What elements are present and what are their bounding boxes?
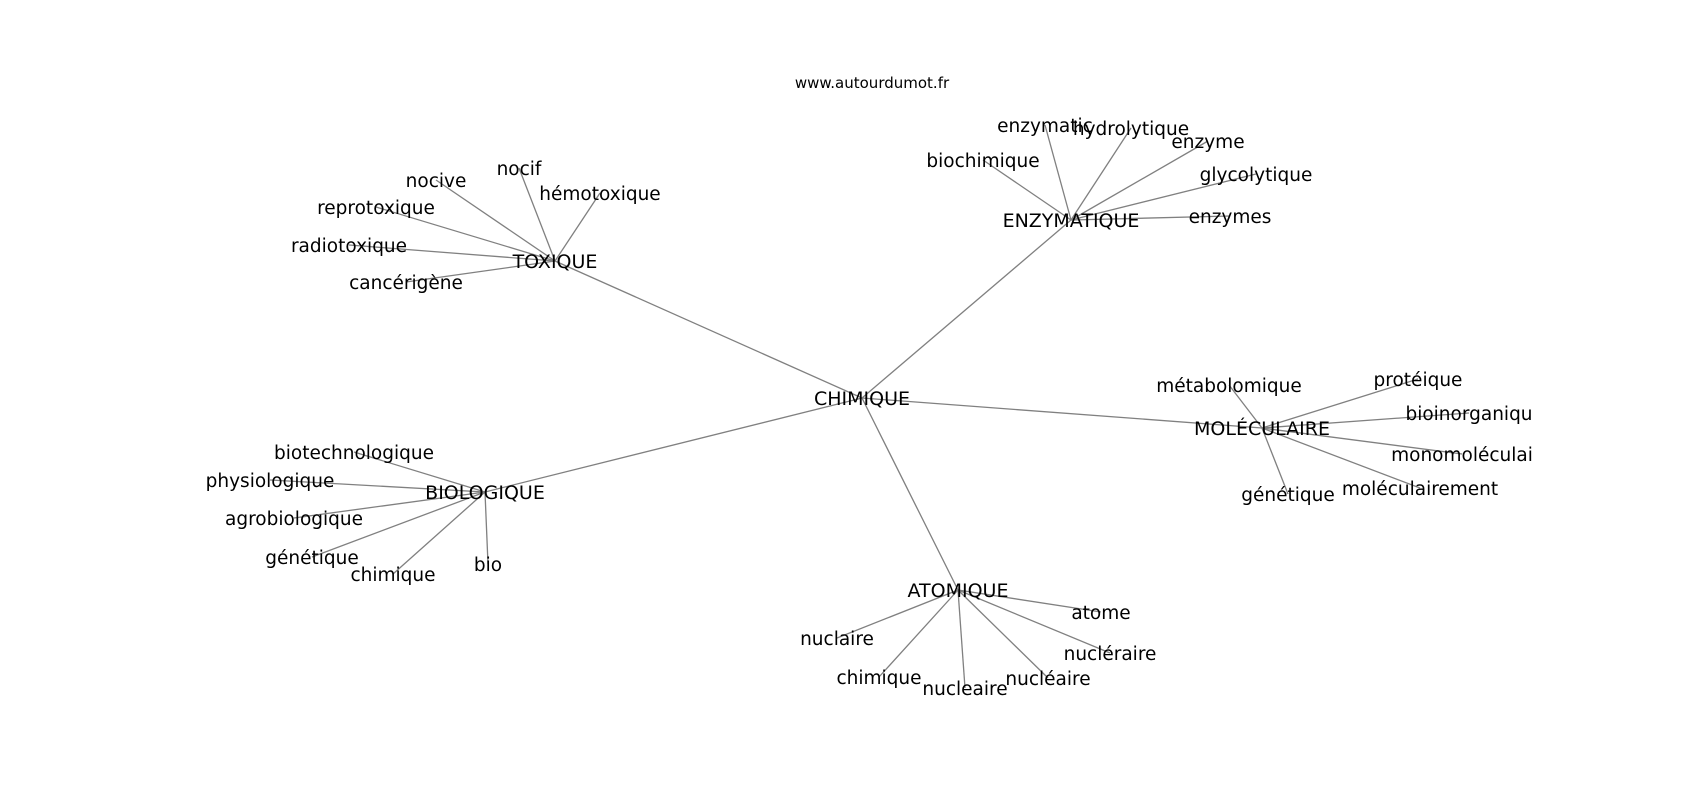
node-leaf-biologique-bio: bio (474, 555, 502, 576)
node-leaf-moleculaire-monomoleculai: monomoléculai (1391, 445, 1533, 466)
node-leaf-enzymatique-enzymes: enzymes (1189, 207, 1272, 228)
edge-moleculaire-metabolomique (1228, 384, 1263, 429)
node-hub-toxique: TOXIQUE (512, 251, 598, 273)
edge-enzymatique-glycolytique (1070, 173, 1257, 221)
node-leaf-moleculaire-genetique: génétique (1241, 485, 1334, 506)
node-leaf-toxique-nocive: nocive (406, 171, 467, 192)
node-leaf-atomique-chimique: chimique (836, 668, 921, 689)
node-leaf-atomique-atome: atome (1071, 603, 1130, 624)
node-leaf-moleculaire-metabolomique: métabolomique (1156, 376, 1302, 397)
edge-toxique-nocif (518, 167, 556, 262)
edge-atomique-atome (957, 589, 1102, 613)
edge-atomique-nucleraire (957, 589, 1111, 654)
edge-moleculaire-proteique (1261, 378, 1419, 429)
edge-biologique-chimique (392, 491, 486, 575)
edge-chimique-biologique (484, 397, 863, 493)
edge-enzymatique-enzymatic (1044, 124, 1072, 221)
node-hub-enzymatique: ENZYMATIQUE (1003, 210, 1140, 232)
node-leaf-atomique-nuclaire: nuclaire (800, 629, 874, 650)
node-leaf-atomique-nucleraire: nucléraire (1064, 644, 1157, 665)
edge-biologique-genetique (311, 491, 486, 558)
edge-moleculaire-monomoleculai (1261, 427, 1463, 455)
edge-enzymatique-biochimique (982, 159, 1072, 221)
edge-chimique-atomique (861, 397, 959, 591)
node-leaf-enzymatique-hydrolytique: hydrolytique (1073, 119, 1189, 140)
edge-atomique-nuclaire (836, 589, 959, 639)
edge-chimique-toxique (554, 260, 863, 399)
node-leaf-moleculaire-proteique: protéique (1374, 370, 1463, 391)
edge-toxique-radiotoxique (348, 244, 556, 262)
node-hub-moleculaire: MOLÉCULAIRE (1194, 417, 1330, 440)
edge-toxique-reprotoxique (375, 206, 556, 262)
edge-toxique-hemotoxique (554, 192, 601, 262)
node-leaf-enzymatique-glycolytique: glycolytique (1200, 165, 1313, 186)
node-center-chimique: CHIMIQUE (814, 388, 910, 410)
graph-labels: CHIMIQUE TOXIQUE nocif hémotoxique nocive rep… (206, 116, 1533, 700)
edge-enzymatique-hydrolytique (1070, 127, 1132, 221)
node-leaf-toxique-cancerigene: cancérigène (349, 273, 463, 294)
node-leaf-biologique-agrobiologique: agrobiologique (225, 509, 363, 530)
edge-enzymatique-enzyme (1070, 140, 1209, 221)
node-leaf-biologique-physiologique: physiologique (206, 471, 335, 492)
watermark-text: www.autourdumot.fr (795, 74, 950, 92)
edge-biologique-physiologique (269, 479, 486, 493)
graph-edges (269, 124, 1470, 689)
edge-atomique-chimique (878, 589, 959, 678)
node-hub-atomique: ATOMIQUE (908, 580, 1009, 602)
node-hub-biologique: BIOLOGIQUE (425, 482, 545, 504)
node-leaf-toxique-radiotoxique: radiotoxique (291, 236, 407, 257)
edge-chimique-enzymatique (861, 219, 1072, 399)
node-leaf-atomique-nucleaire: nucleaire (922, 679, 1007, 700)
node-leaf-moleculaire-moleculairement: moléculairement (1342, 479, 1498, 500)
node-leaf-enzymatique-enzymatic: enzymatic (997, 116, 1093, 137)
node-leaf-biologique-chimique: chimique (350, 565, 435, 586)
node-leaf-toxique-reprotoxique: reprotoxique (317, 198, 435, 219)
node-leaf-enzymatique-biochimique: biochimique (926, 151, 1039, 172)
edge-moleculaire-bioinorganiqu (1261, 412, 1470, 429)
edge-moleculaire-moleculairement (1261, 427, 1421, 489)
edge-chimique-moleculaire (861, 397, 1263, 429)
edge-biologique-agrobiologique (293, 491, 486, 519)
node-leaf-biologique-genetique: génétique (265, 548, 358, 569)
node-leaf-moleculaire-bioinorganiqu: bioinorganiqu (1405, 404, 1532, 425)
edge-toxique-nocive (435, 179, 556, 262)
edge-atomique-nucleaire (957, 589, 966, 689)
node-leaf-toxique-nocif: nocif (497, 159, 542, 180)
node-leaf-toxique-hemotoxique: hémotoxique (539, 184, 660, 205)
edge-biologique-biotechnologique (353, 451, 486, 493)
edge-toxique-cancerigene (405, 260, 556, 283)
edge-atomique-nucleaire (957, 589, 1049, 679)
node-leaf-enzymatique-enzyme: enzyme (1171, 132, 1244, 153)
edge-biologique-bio (484, 491, 489, 565)
node-leaf-biologique-biotechnologique: biotechnologique (274, 443, 434, 464)
node-leaf-atomique-nucleaire: nucléaire (1005, 669, 1090, 690)
edge-enzymatique-enzymes (1070, 215, 1231, 221)
edge-moleculaire-genetique (1261, 427, 1289, 495)
